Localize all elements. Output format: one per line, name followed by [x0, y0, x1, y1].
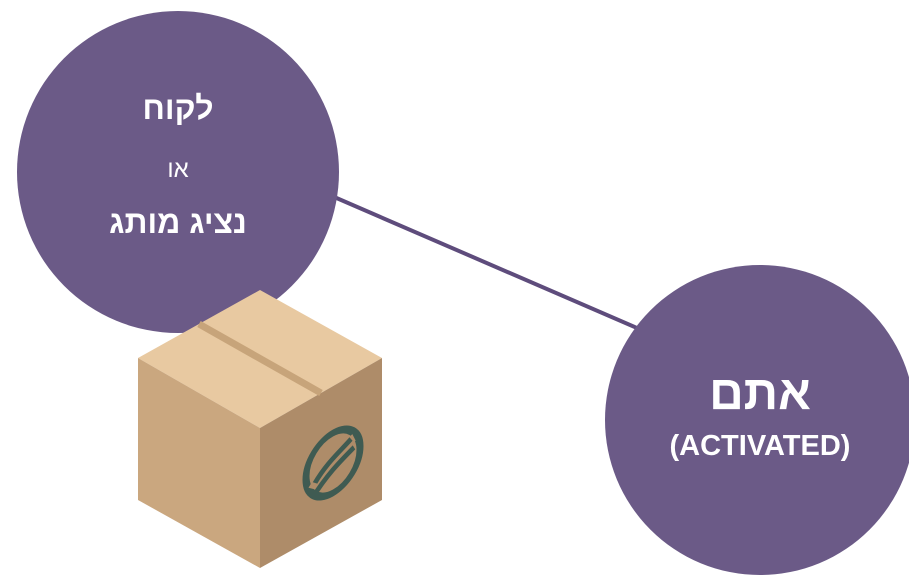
box-left-face [138, 358, 260, 568]
product-logo-icon [302, 425, 364, 501]
you-circle [605, 265, 909, 575]
connector-line [316, 188, 662, 340]
customer-rep-label: נציג מותג [109, 204, 247, 240]
you-title: אתם [709, 367, 811, 420]
you-status-label: (ACTIVATED) [669, 430, 851, 462]
box-tape [197, 320, 323, 397]
customer-circle [17, 11, 339, 333]
customer-title: לקוח [142, 90, 214, 126]
box-right-face [260, 358, 382, 568]
product-box [138, 290, 382, 568]
customer-or-label: או [167, 156, 189, 183]
